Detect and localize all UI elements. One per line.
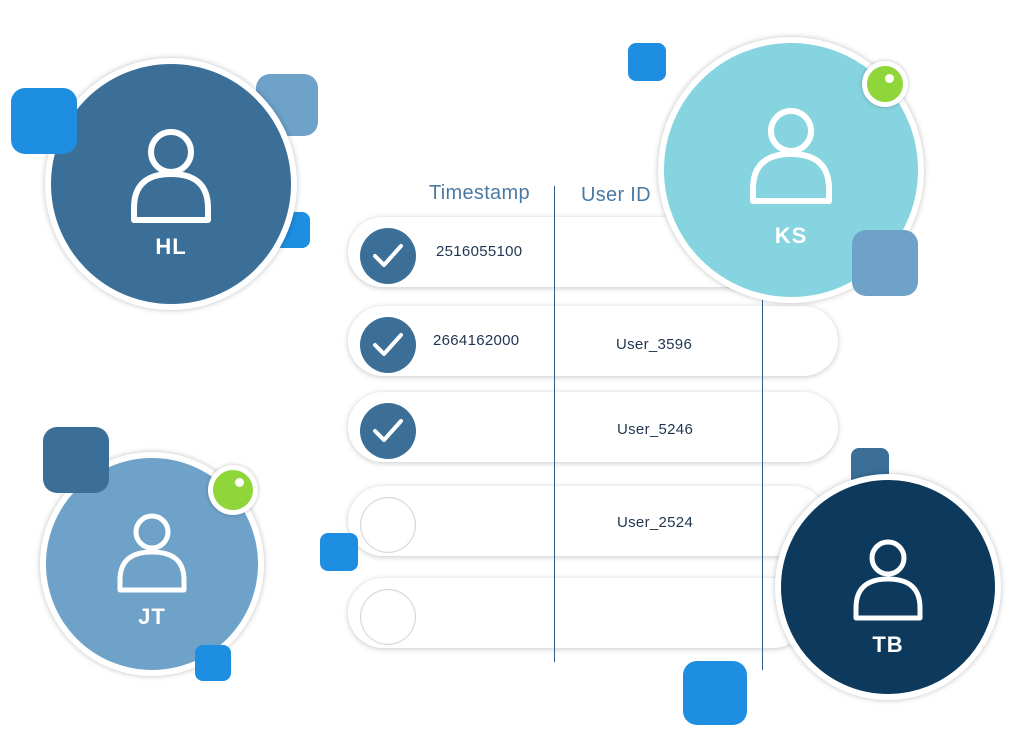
person-icon — [117, 513, 187, 593]
table-row[interactable]: User_2524 — [348, 486, 828, 556]
avatar-initials: JT — [138, 604, 166, 629]
column-header-timestamp: Timestamp — [429, 182, 530, 204]
row-checkbox[interactable] — [360, 228, 416, 284]
online-status-icon — [862, 61, 908, 107]
decor-square — [628, 43, 666, 81]
person-icon — [750, 108, 832, 204]
table-row[interactable]: User_5246 — [348, 392, 838, 462]
decor-square — [683, 661, 747, 725]
column-header-user-id: User ID — [581, 184, 651, 206]
checkmark-icon — [373, 244, 403, 267]
person-icon — [853, 539, 923, 621]
decor-square — [43, 427, 109, 493]
cell-user-id: User_3596 — [616, 336, 693, 353]
person-icon — [131, 129, 211, 223]
avatar-tb[interactable]: TB — [775, 474, 1001, 700]
decor-square — [195, 645, 231, 681]
row-checkbox[interactable] — [360, 317, 416, 373]
decor-square — [11, 88, 77, 154]
avatar-initials: TB — [872, 632, 904, 657]
avatar-initials: KS — [774, 223, 808, 248]
cell-timestamp: 2516055100 — [436, 243, 523, 260]
checkmark-icon — [373, 333, 403, 356]
online-status-icon — [208, 465, 258, 515]
row-checkbox[interactable] — [360, 403, 416, 459]
decor-square — [852, 230, 918, 296]
row-checkbox[interactable] — [360, 497, 416, 553]
decor-square — [320, 533, 358, 571]
column-divider — [762, 292, 763, 670]
avatar-hl[interactable]: HL — [45, 58, 297, 310]
table-row[interactable]: 2664162000 User_3596 — [348, 306, 838, 376]
cell-user-id: User_5246 — [617, 421, 694, 438]
checkmark-icon — [373, 419, 403, 442]
avatar-ks[interactable]: KS — [658, 37, 924, 303]
avatar-initials: HL — [155, 234, 187, 259]
cell-user-id: User_2524 — [617, 514, 694, 531]
column-divider — [554, 186, 555, 662]
cell-timestamp: 2664162000 — [433, 332, 520, 349]
row-checkbox[interactable] — [360, 589, 416, 645]
table-row[interactable] — [348, 578, 808, 648]
